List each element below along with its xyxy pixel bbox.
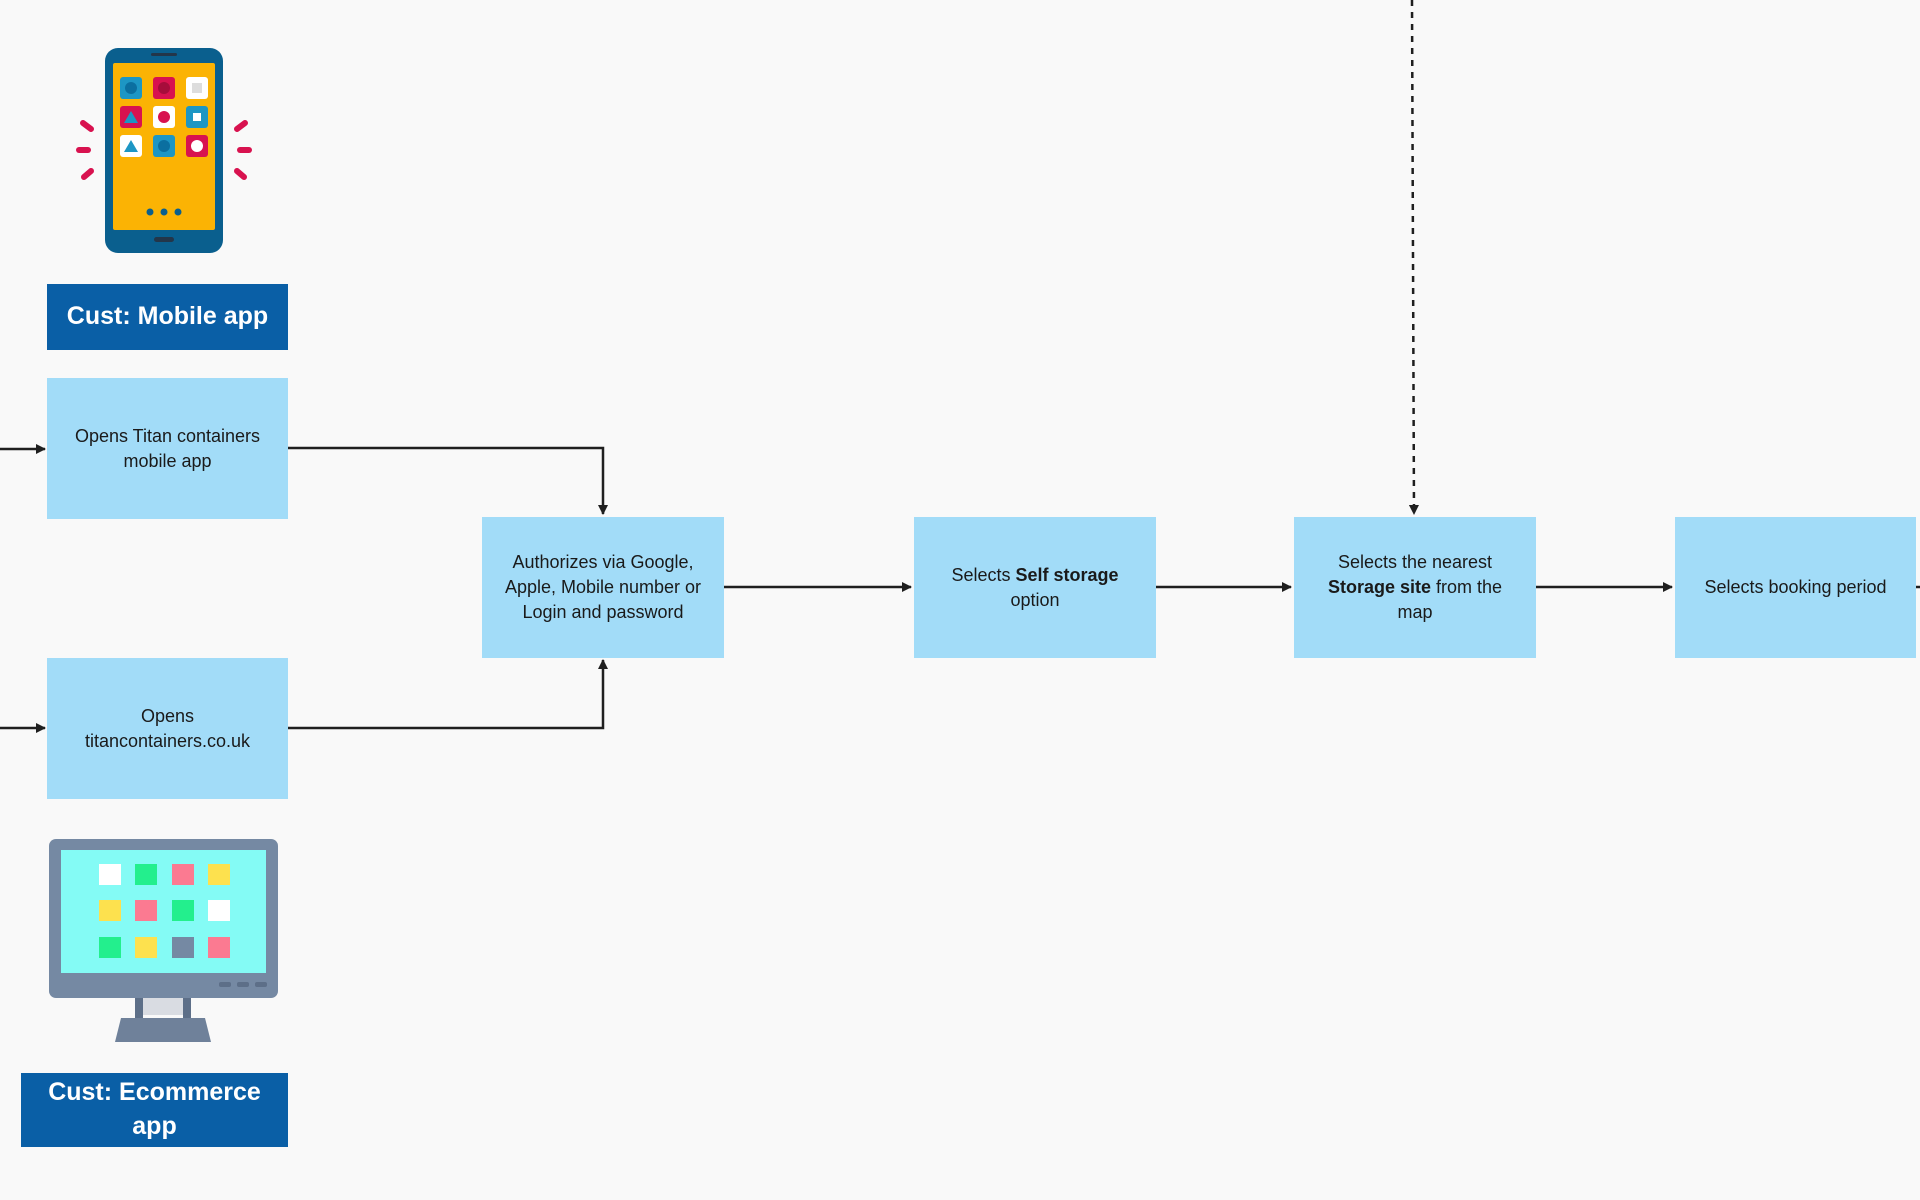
header-mobile-label: Cust: Mobile app [66,302,269,331]
step-open-website-line2: titancontainers.co.uk [84,730,251,751]
step-open-website[interactable]: Opens titancontainers.co.uk [47,658,288,799]
step-authorize-label: Authorizes via Google, Apple, Mobile num… [504,552,702,622]
step-open-website-label: Opens titancontainers.co.uk [85,704,250,754]
step-self-storage-bold: Self storage [1015,564,1119,585]
desktop-monitor-icon [49,839,278,1042]
step-self-storage-label: Selects Self storage option [942,563,1128,613]
step-open-website-line1: Opens [140,705,195,726]
step-self-storage-post: option [1010,589,1060,610]
connector-dotted-from-top [1408,0,1419,515]
step-self-storage-pre: Selects [951,564,1016,585]
step-storage-site-post: from the map [1397,577,1503,622]
step-select-storage-site[interactable]: Selects the nearest Storage site from th… [1294,517,1536,658]
step-authorize[interactable]: Authorizes via Google, Apple, Mobile num… [482,517,724,658]
connector-web-to-authorize [288,659,608,730]
step-storage-site-line1: Selects the nearest [1337,552,1493,573]
step-storage-site-bold: Storage site [1327,577,1431,598]
connector-mobile-to-authorize [288,446,608,515]
step-select-self-storage[interactable]: Selects Self storage option [914,517,1156,658]
step-open-mobile-app[interactable]: Opens Titan containers mobile app [47,378,288,519]
header-mobile-app: Cust: Mobile app [47,284,288,350]
step-open-mobile-label: Opens Titan containers mobile app [74,425,261,471]
header-ecommerce-label: Cust: Ecommerce app [48,1078,261,1140]
step-booking-period-label: Selects booking period [1704,577,1887,598]
smartphone-icon [76,48,252,253]
header-ecommerce-app: Cust: Ecommerce app [21,1073,288,1147]
step-select-booking-period[interactable]: Selects booking period [1675,517,1916,658]
step-storage-site-label: Selects the nearest Storage site from th… [1316,550,1514,624]
